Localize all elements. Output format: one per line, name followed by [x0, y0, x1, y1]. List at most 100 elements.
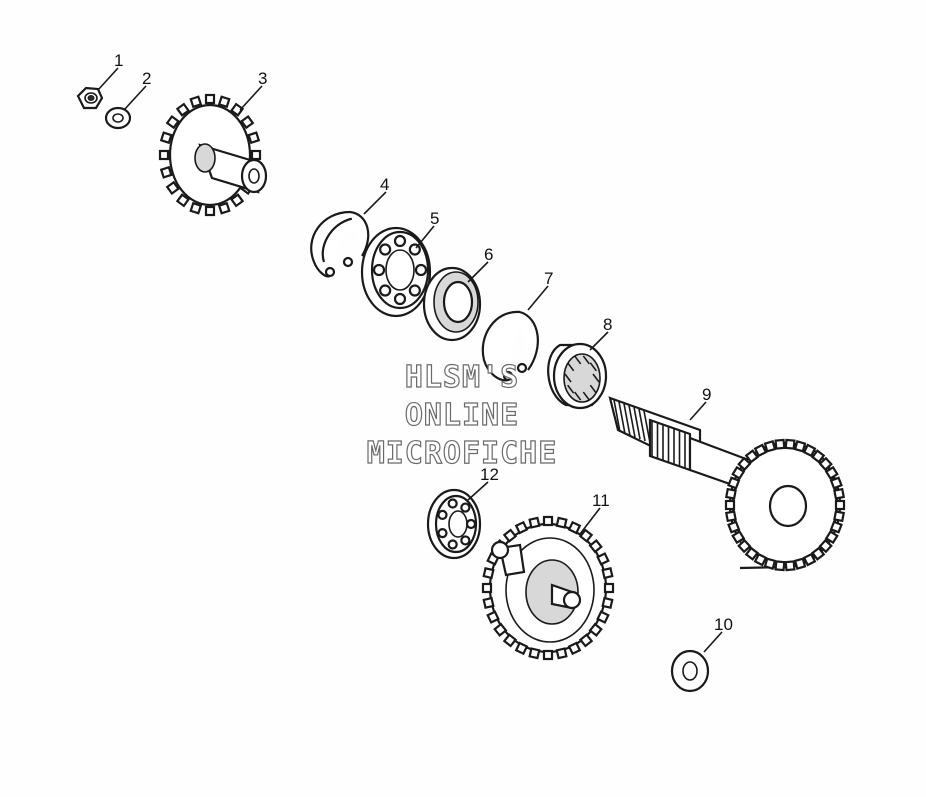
gear-tooth	[737, 538, 752, 554]
gear-tooth	[811, 546, 826, 561]
gear-tooth	[502, 633, 518, 648]
callout-2: 2	[142, 69, 151, 88]
gear-tooth	[528, 647, 541, 660]
gear-tooth	[829, 476, 843, 490]
callout-12: 12	[480, 465, 499, 484]
sprocket-tooth	[159, 165, 173, 179]
bearing-ball	[379, 243, 392, 256]
gear-tooth	[542, 649, 554, 661]
gear-tooth	[744, 546, 759, 561]
thread-line	[628, 405, 636, 438]
gear-tooth	[727, 520, 741, 534]
bearing-ball	[460, 535, 471, 546]
needle-roller	[592, 373, 600, 383]
gear-tooth	[833, 510, 846, 523]
needle-roller	[564, 373, 572, 383]
callout-8: 8	[603, 315, 612, 334]
gear-tooth	[753, 552, 768, 567]
needle-roller	[582, 391, 590, 401]
leader-lines	[97, 67, 723, 653]
gear-tooth	[793, 440, 807, 453]
gear-tooth	[753, 443, 768, 458]
sprocket-tooth	[204, 93, 216, 105]
sprocket-tooth	[158, 149, 170, 161]
gear-tooth	[727, 476, 741, 490]
sprocket-tooth	[229, 193, 245, 208]
gear-tooth	[802, 552, 817, 567]
bearing-ball	[408, 284, 421, 297]
thread-line	[618, 401, 626, 434]
gear-tooth	[482, 566, 495, 580]
gear-tooth	[578, 528, 594, 543]
part-7-circlip	[481, 310, 539, 382]
gear-tooth	[829, 520, 843, 534]
sprocket-tooth	[159, 131, 173, 145]
needle-roller	[589, 384, 597, 394]
sprocket-tooth	[250, 149, 262, 161]
gear-tooth	[514, 641, 529, 656]
gear-tooth	[601, 596, 614, 610]
sprocket-tooth	[204, 205, 216, 217]
gear-tooth	[588, 622, 603, 637]
watermark-line-3: MICROFICHE	[367, 436, 558, 471]
gear-tooth	[784, 438, 796, 450]
callout-3: 3	[258, 69, 267, 88]
needle-roller	[589, 362, 597, 372]
bearing-ball	[437, 528, 448, 539]
watermark: HLSM'S ONLINE MICROFICHE	[366, 359, 558, 471]
gear-tooth	[567, 520, 582, 535]
gear-tooth	[482, 596, 495, 610]
callout-9: 9	[702, 385, 711, 404]
gear-tooth	[542, 515, 554, 527]
gear-tooth	[555, 516, 568, 529]
part-10-washer	[670, 649, 710, 693]
sprocket-tooth	[165, 114, 180, 130]
gear-tooth	[555, 647, 568, 660]
gear-tooth	[818, 456, 833, 472]
thread-line	[623, 403, 631, 436]
sprocket-tooth	[175, 193, 191, 208]
gear-tooth	[502, 528, 518, 543]
gear-tooth	[811, 449, 826, 464]
bearing-ball	[465, 518, 477, 530]
thread-line	[613, 399, 621, 433]
gear-tooth	[724, 499, 736, 511]
callout-5: 5	[430, 209, 439, 228]
gear-tooth	[528, 516, 541, 529]
needle-roller	[582, 355, 590, 365]
sprocket-tooth	[175, 102, 191, 117]
sprocket-tooth	[247, 131, 261, 145]
callout-6: 6	[484, 245, 493, 264]
callout-10: 10	[714, 615, 733, 634]
gear-tooth	[784, 560, 796, 572]
gear-tooth	[763, 440, 777, 453]
part-8-needle-bearing	[547, 342, 608, 410]
sprocket-tooth	[217, 201, 231, 215]
gear-tooth	[744, 449, 759, 464]
gear-tooth	[578, 633, 594, 648]
sprocket-tooth	[240, 114, 255, 130]
gear-tooth	[481, 582, 493, 594]
bearing-ball	[393, 234, 407, 248]
callout-7: 7	[544, 269, 553, 288]
sprocket-tooth	[229, 102, 245, 117]
bearing-ball	[460, 502, 471, 513]
needle-roller	[567, 384, 575, 394]
gear-tooth	[737, 456, 752, 472]
gear-tooth	[724, 487, 737, 500]
callouts: 1 2 3 4 5 6 7 8 9 10 11 12	[114, 51, 733, 634]
part-5-bearing	[360, 226, 432, 318]
bearing-ball	[447, 498, 458, 509]
gear-tooth	[763, 557, 777, 570]
gear-tooth	[731, 530, 746, 545]
sprocket-tooth	[165, 180, 180, 196]
gear-tooth	[601, 566, 614, 580]
gear-tooth	[603, 582, 615, 594]
gear-tooth	[834, 499, 846, 511]
part-3-sprocket	[158, 93, 268, 217]
gear-tooth	[818, 538, 833, 554]
bearing-ball	[379, 284, 392, 297]
gear-tooth	[567, 641, 582, 656]
sprocket-tooth	[217, 95, 231, 109]
part-1-nut	[76, 86, 104, 110]
